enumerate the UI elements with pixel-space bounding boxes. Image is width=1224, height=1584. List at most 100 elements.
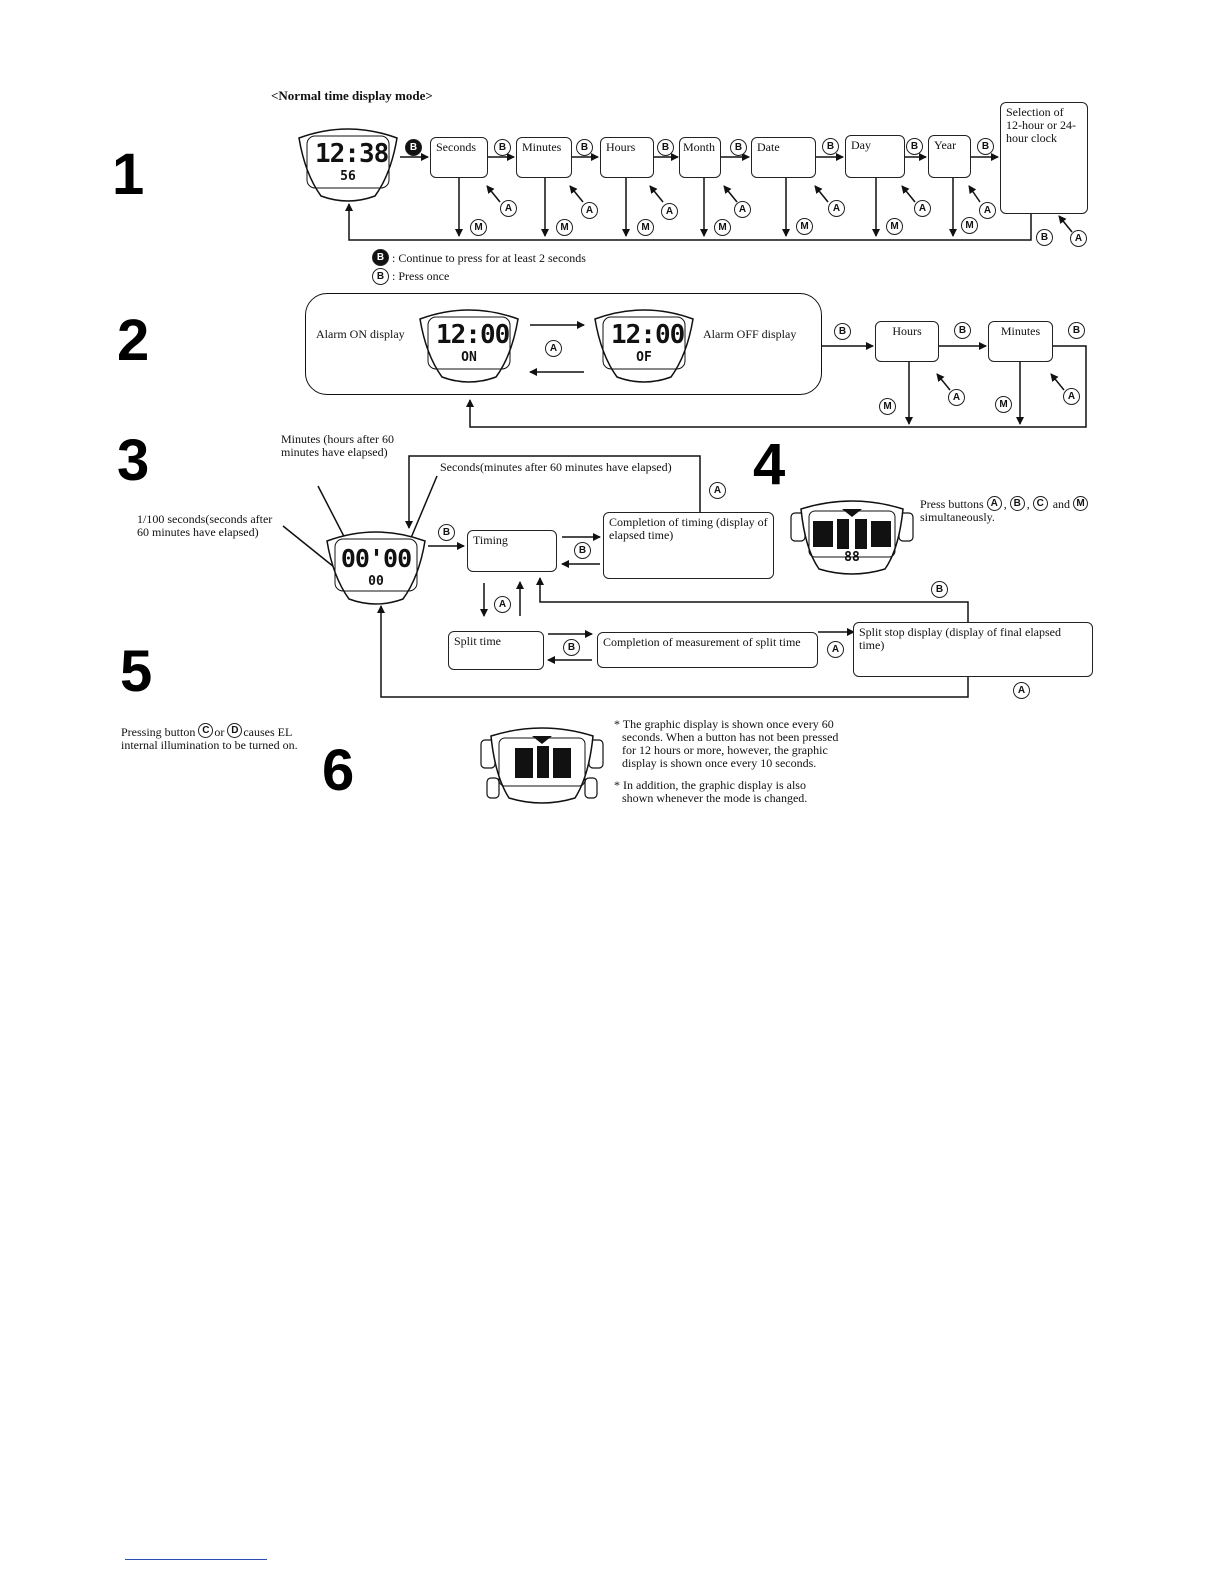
watch-time-digits: 12:00: [436, 320, 510, 350]
legend-press-icon: B: [372, 268, 389, 285]
split-stop-box: Split stop display (display of final ela…: [853, 622, 1093, 677]
reset-simultaneous-text: simultaneously.: [920, 510, 995, 524]
button-m-icon: M: [796, 218, 813, 235]
button-c-icon: C: [198, 723, 214, 738]
button-m-icon: M: [886, 218, 903, 235]
button-a-icon: A: [1070, 230, 1087, 247]
button-a-icon: A: [545, 340, 562, 357]
legend-hold-text: : Continue to press for at least 2 secon…: [392, 251, 586, 265]
button-m-icon: M: [961, 217, 978, 234]
section-number-6: 6: [322, 738, 355, 803]
button-b-icon: B: [657, 139, 674, 156]
watch-seconds-digits: 56: [340, 169, 356, 184]
button-a-icon: A: [986, 496, 1002, 511]
illumination-text-b: causes EL internal illumination to be tu…: [121, 725, 298, 752]
button-m-icon: M: [470, 219, 487, 236]
button-m-icon: M: [879, 398, 896, 415]
button-b-icon: B: [1036, 229, 1053, 246]
seconds-box: Seconds: [430, 137, 488, 178]
watch-time-digits: 12:00: [611, 320, 685, 350]
button-a-icon: A: [1013, 682, 1030, 699]
button-b-icon: B: [1068, 322, 1085, 339]
button-m-icon: M: [556, 219, 573, 236]
button-b-icon: B: [954, 322, 971, 339]
minutes-label: Minutes (hours after 60 minutes have ela…: [281, 432, 394, 459]
graphic-display-note-2: * In addition, the graphic display is al…: [614, 778, 808, 805]
completion-split-box: Completion of measurement of split time: [597, 632, 818, 668]
hours-box: Hours: [600, 137, 654, 178]
timing-box: Timing: [467, 530, 557, 572]
button-b-icon: B: [438, 524, 455, 541]
button-b-icon: B: [494, 139, 511, 156]
button-b-icon: B: [977, 138, 994, 155]
button-a-icon: A: [494, 596, 511, 613]
watch-face-time: 12:38 56: [293, 124, 403, 203]
button-m-icon: M: [637, 219, 654, 236]
watch-alarm-status: ON: [461, 350, 477, 365]
watch-face-stopwatch: 00'00 00: [321, 527, 431, 606]
clock-format-box: Selection of 12-hour or 24-hour clock: [1000, 102, 1088, 214]
alarm-on-label: Alarm ON display: [316, 327, 405, 341]
footer-rule: [125, 1559, 267, 1560]
reset-instruction: Press buttons A , B , C and M simultaneo…: [920, 496, 1105, 524]
illumination-or-text: or: [214, 725, 225, 739]
button-b-icon: B: [1009, 496, 1025, 511]
seconds-label: Seconds(minutes after 60 minutes have el…: [440, 460, 672, 474]
watch-face-graphic: [479, 726, 605, 806]
alarm-minutes-box: Minutes: [988, 321, 1053, 362]
legend-press-text: : Press once: [392, 269, 450, 283]
hundredths-label: 1/100 seconds(seconds after 60 minutes h…: [137, 512, 273, 539]
alarm-off-label: Alarm OFF display: [703, 327, 797, 341]
reset-instruction-text: Press buttons: [920, 497, 984, 511]
button-a-icon: A: [914, 200, 931, 217]
month-box: Month: [679, 137, 721, 178]
reset-and-text: and: [1052, 497, 1071, 511]
alarm-hours-box: Hours: [875, 321, 939, 362]
button-a-icon: A: [828, 200, 845, 217]
button-b-icon: B: [563, 639, 580, 656]
completion-timing-box: Completion of timing (display of elapsed…: [603, 512, 774, 579]
watch-face-alarm-off: 12:00 OF: [589, 305, 699, 384]
graphic-display-note-1: * The graphic display is shown once ever…: [614, 717, 839, 770]
illumination-text-a: Pressing button: [121, 725, 196, 739]
minutes-box: Minutes: [516, 137, 572, 178]
button-b-icon: B: [931, 581, 948, 598]
button-b-hold-icon: B: [405, 139, 422, 156]
section-number-2: 2: [117, 308, 150, 373]
button-b-icon: B: [576, 139, 593, 156]
button-c-icon: C: [1032, 496, 1048, 511]
button-a-icon: A: [1063, 388, 1080, 405]
split-time-box: Split time: [448, 631, 544, 670]
button-a-icon: A: [948, 389, 965, 406]
year-box: Year: [928, 135, 971, 178]
watch-alarm-status: OF: [636, 350, 652, 365]
button-b-icon: B: [574, 542, 591, 559]
watch-time-digits: 12:38: [315, 139, 389, 169]
watch-face-alarm-on: 12:00 ON: [414, 305, 524, 384]
button-m-icon: M: [714, 219, 731, 236]
button-m-icon: M: [995, 396, 1012, 413]
button-a-icon: A: [581, 202, 598, 219]
button-a-icon: A: [500, 200, 517, 217]
day-box: Day: [845, 135, 905, 178]
date-box: Date: [751, 137, 816, 178]
section-number-4: 4: [753, 432, 786, 497]
section-number-3: 3: [117, 428, 150, 493]
section-number-1: 1: [112, 142, 145, 207]
alarm-display-panel: [305, 293, 822, 395]
button-a-icon: A: [709, 482, 726, 499]
button-a-icon: A: [827, 641, 844, 658]
button-a-icon: A: [661, 203, 678, 220]
button-m-icon: M: [1073, 496, 1089, 511]
button-a-icon: A: [979, 202, 996, 219]
illumination-instruction: Pressing button C or D causes EL interna…: [121, 723, 311, 752]
button-b-icon: B: [834, 323, 851, 340]
button-d-icon: D: [227, 723, 243, 738]
watch-segment-digits: 88: [844, 550, 860, 565]
button-b-icon: B: [906, 138, 923, 155]
legend-hold-icon: B: [372, 249, 389, 266]
button-a-icon: A: [734, 201, 751, 218]
section-number-5: 5: [120, 639, 153, 704]
watch-stopwatch-digits: 00'00: [340, 544, 412, 573]
